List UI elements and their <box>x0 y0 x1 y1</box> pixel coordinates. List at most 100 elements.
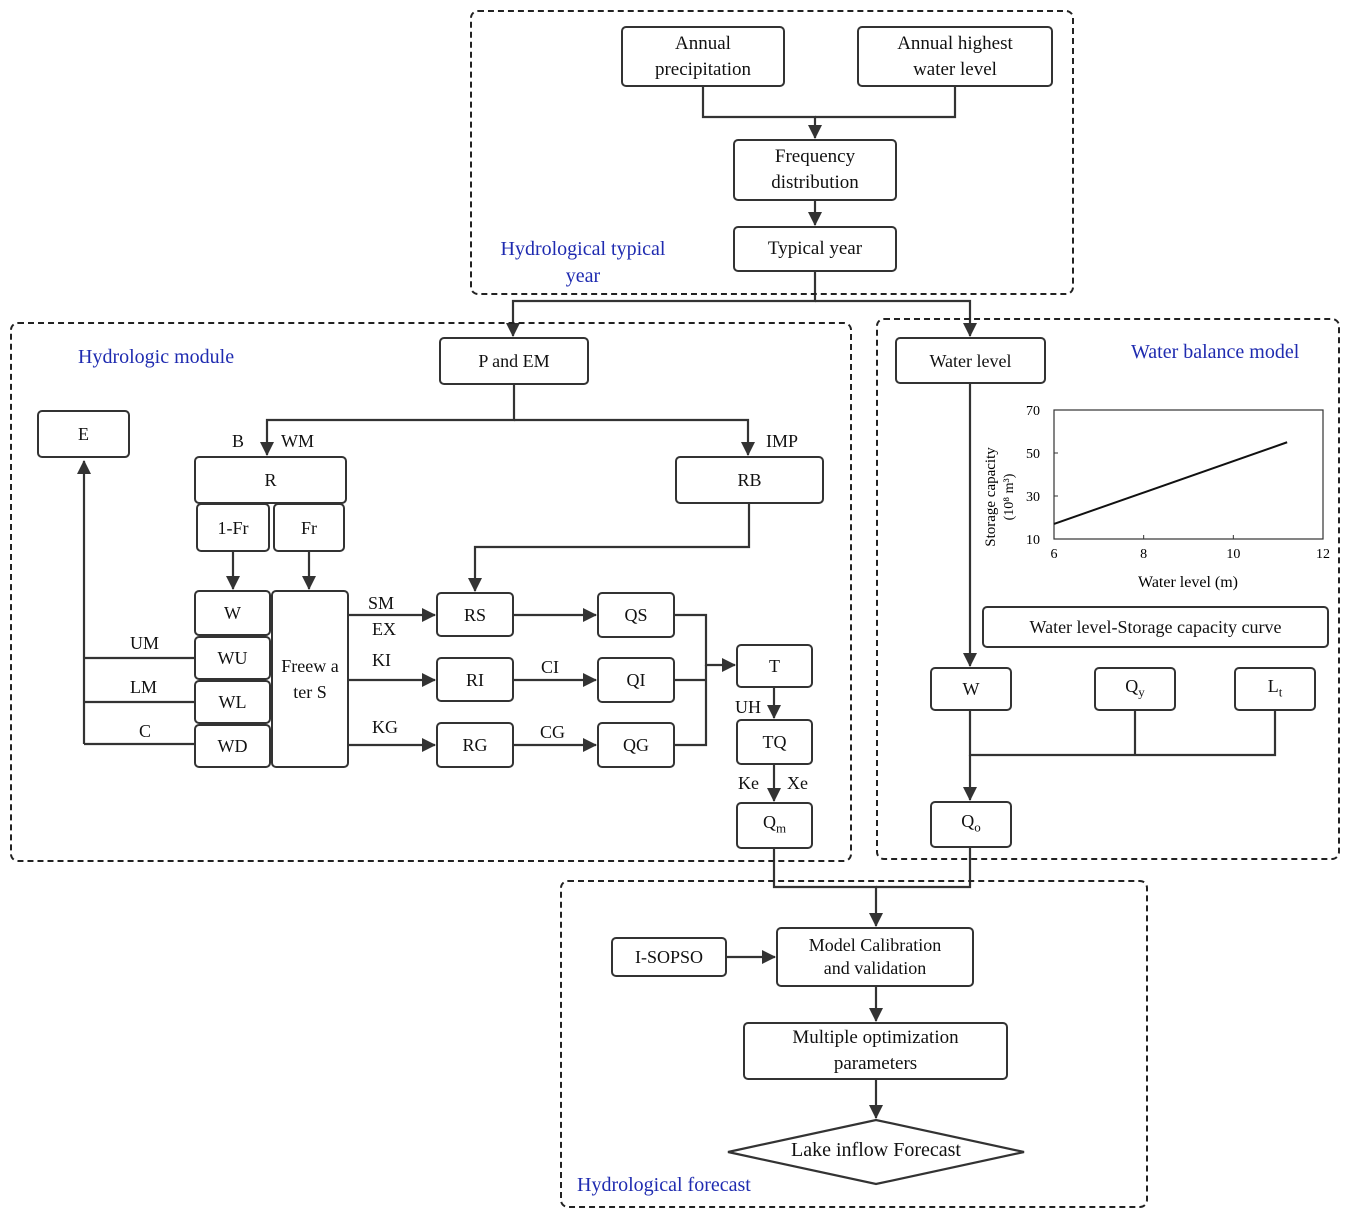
e-text: E <box>78 424 89 444</box>
y-tick-label: 50 <box>1026 447 1040 462</box>
label-xe: Xe <box>787 773 808 793</box>
wl-storage-curve-box: Water level-Storage capacity curve <box>982 606 1329 648</box>
arrow-r <box>260 442 274 456</box>
i-sopso-box: I-SOPSO <box>611 937 727 977</box>
x-tick-label: 10 <box>1226 547 1240 562</box>
water-level-text: Water level <box>929 350 1012 371</box>
arrow-freq <box>808 125 822 139</box>
label-wm: WM <box>281 431 314 451</box>
free-water-s-text: Freew ater S <box>281 656 339 702</box>
qs-box: QS <box>597 592 675 638</box>
rb-text: RB <box>737 470 762 490</box>
qm-base: Q <box>762 812 776 833</box>
label-sm: SM <box>368 593 395 613</box>
arrow-s <box>302 576 316 590</box>
wd-box: WD <box>194 724 271 768</box>
w-box: W <box>194 590 271 636</box>
group-typical-year <box>470 10 1074 295</box>
typical-year-box: Typical year <box>733 226 897 272</box>
qy-box: Qy <box>1094 667 1176 711</box>
wb-w-text: W <box>962 679 980 699</box>
annual-precipitation-text: Annual precipitation <box>654 32 752 80</box>
wire-w-qo <box>968 710 1277 757</box>
wire-pem-r <box>265 385 516 455</box>
rs-text: RS <box>463 604 487 625</box>
arrow-qg <box>583 738 597 752</box>
lake-inflow-forecast-text: Lake inflow Forecast <box>791 1139 961 1161</box>
r-box: R <box>194 456 347 504</box>
wire-qo-merge <box>876 848 972 889</box>
arrow-calib <box>869 913 883 927</box>
one-minus-fr-text: 1-Fr <box>217 517 249 538</box>
qi-box: QI <box>597 657 675 703</box>
y-tick-label: 30 <box>1026 490 1040 505</box>
label-forecast: Hydrological forecast <box>577 1174 751 1196</box>
qs-text: QS <box>624 605 648 625</box>
tq-text: TQ <box>762 732 787 752</box>
arrow-rs-top <box>468 578 482 592</box>
wd-text: WD <box>217 736 248 756</box>
rg-box: RG <box>436 722 514 768</box>
lt-base: L <box>1267 675 1279 696</box>
arrow-rg <box>422 738 436 752</box>
chart-ylabel: Storage capacity <box>983 447 999 547</box>
multiple-optimization-text: Multiple optimization parameters <box>792 1027 959 1074</box>
free-water-s-box: Freew ater S <box>271 590 349 768</box>
wire-typical-split <box>511 271 817 336</box>
storage-curve-line <box>1053 441 1288 525</box>
annual-highest-water-level-text: Annual highest water level <box>897 32 1013 80</box>
x-tick-label: 6 <box>1051 547 1058 562</box>
qm-box: Qm <box>736 802 813 849</box>
wu-box: WU <box>194 636 271 680</box>
x-tick-label: 8 <box>1140 547 1147 562</box>
qg-text: QG <box>623 735 649 755</box>
wire-qm-merge <box>772 848 878 926</box>
model-calibration-box: Model Calibration and validation <box>776 927 974 987</box>
frequency-distribution-text: Frequency distribution <box>771 146 859 193</box>
chart-series <box>1053 441 1288 525</box>
label-typical-year: Hydrological typical year <box>500 238 666 287</box>
arrow-wl <box>963 323 977 337</box>
one-minus-fr-box: 1-Fr <box>196 503 270 552</box>
qo-text: Qo <box>961 808 981 841</box>
x-tick-label: 12 <box>1316 547 1330 562</box>
label-lm: LM <box>130 677 157 697</box>
typical-year-text: Typical year <box>767 238 863 259</box>
chart-plot-area <box>1053 409 1324 540</box>
label-imp: IMP <box>766 431 799 451</box>
fr-text: Fr <box>300 517 317 538</box>
wl-box: WL <box>194 680 271 724</box>
label-ki: KI <box>372 650 391 670</box>
arrow-wbw <box>963 653 977 667</box>
label-hydrologic-module: Hydrologic module <box>78 346 235 368</box>
qm-text: Qm <box>763 809 786 842</box>
wire-rb-rs <box>473 504 751 591</box>
y-tick-label: 10 <box>1026 533 1040 548</box>
r-text: R <box>264 470 277 490</box>
rs-box: RS <box>436 592 514 637</box>
water-level-box: Water level <box>895 337 1046 384</box>
chart-frame <box>1053 409 1324 540</box>
label-water-balance: Water balance model <box>1131 341 1300 363</box>
arrow-qm <box>767 788 781 802</box>
w-text: W <box>224 603 241 623</box>
arrow-calib-left <box>762 950 776 964</box>
wl-text: WL <box>218 692 247 712</box>
arrow-tq <box>767 705 781 719</box>
arrow-pem <box>506 323 520 337</box>
qo-base: Q <box>961 811 975 832</box>
label-uh: UH <box>735 697 761 717</box>
arrow-e <box>77 460 91 474</box>
arrow-rs <box>422 608 436 622</box>
annual-precipitation-box: Annual precipitation <box>621 26 785 87</box>
group-forecast <box>560 880 1148 1208</box>
p-and-em-text: P and EM <box>478 351 550 371</box>
wu-text: WU <box>217 648 248 668</box>
arrow-w <box>226 576 240 590</box>
multiple-optimization-box: Multiple optimization parameters <box>743 1022 1008 1080</box>
group-hydrologic-module <box>10 322 852 862</box>
qy-text: Qy <box>1125 673 1145 706</box>
rg-text: RG <box>462 735 488 755</box>
